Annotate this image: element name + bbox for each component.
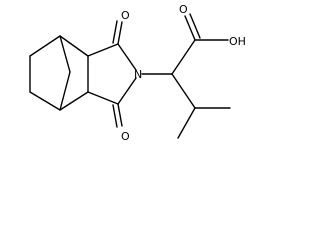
- bond-n-co-bottom: [117, 77, 137, 105]
- molecule-drawing: O O N OH O: [29, 3, 246, 143]
- bond-ch-methyl-a: [177, 107, 196, 139]
- bond-c3-c4: [29, 91, 61, 111]
- carbonyl-bottom-bond-1: [117, 103, 123, 127]
- carboxyl-double-bond-1: [184, 15, 196, 41]
- bond-c4-c5: [59, 91, 89, 111]
- bond-alpha-carboxyl: [171, 39, 196, 75]
- atom-label-oxygen-top: O: [121, 9, 130, 22]
- bridge-bond-b: [59, 71, 71, 111]
- bond-c1-c2: [29, 35, 61, 57]
- atom-label-oxygen-bottom: O: [121, 130, 130, 143]
- bond-co-top-n: [117, 43, 137, 71]
- bonds: [29, 13, 231, 139]
- bridge-bond-a: [59, 35, 71, 73]
- atom-label-hydroxyl: OH: [229, 35, 246, 48]
- bond-c6-c1: [59, 35, 89, 57]
- carbonyl-bottom-bond-2: [112, 104, 118, 128]
- structure-canvas: O O N OH O: [0, 0, 254, 149]
- bond-c6-co-top: [87, 43, 119, 57]
- atom-labels: O O N OH O: [121, 3, 246, 143]
- bond-alpha-ch: [171, 73, 196, 109]
- atom-label-acid-oxygen: O: [179, 3, 188, 16]
- bond-co-bottom-c5: [87, 91, 119, 105]
- carbonyl-top-bond-1: [117, 21, 123, 45]
- carbonyl-top-bond-2: [112, 20, 118, 44]
- atom-label-nitrogen: N: [134, 68, 142, 81]
- carboxyl-double-bond-2: [189, 13, 201, 39]
